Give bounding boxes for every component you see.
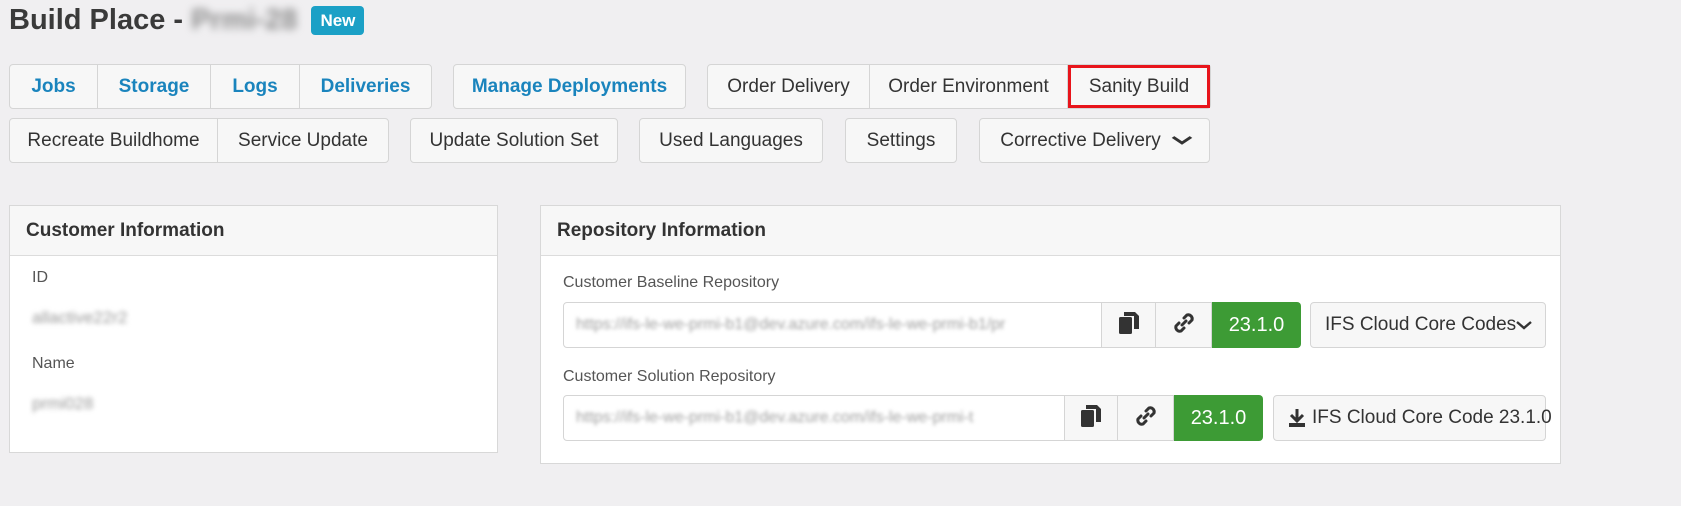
service-update-button[interactable]: Service Update	[238, 129, 368, 151]
solution-repo-row: https://ifs-le-we-prmi-b1@dev.azure.com/…	[563, 395, 1263, 441]
settings-group: Settings	[845, 118, 957, 163]
manage-deployments-group: Manage Deployments	[453, 64, 686, 109]
copy-icon	[1118, 311, 1140, 340]
solution-repo-label: Customer Solution Repository	[563, 368, 776, 385]
baseline-link-button[interactable]	[1156, 302, 1212, 348]
buildhome-button-group: Recreate Buildhome Service Update	[9, 118, 389, 163]
repository-info-panel: Repository Information Customer Baseline…	[540, 205, 1561, 464]
deliveries-button[interactable]: Deliveries	[320, 75, 411, 97]
solution-download-label: IFS Cloud Core Code 23.1.0	[1312, 407, 1552, 428]
settings-button[interactable]: Settings	[866, 129, 936, 151]
page-title: Build Place - Prmi-28 New	[9, 4, 365, 37]
solution-link-button[interactable]	[1118, 395, 1174, 441]
jobs-button[interactable]: Jobs	[10, 65, 98, 108]
update-solution-set-group: Update Solution Set	[410, 118, 618, 163]
solution-repo-url-field[interactable]: https://ifs-le-we-prmi-b1@dev.azure.com/…	[563, 395, 1065, 441]
baseline-repo-url: https://ifs-le-we-prmi-b1@dev.azure.com/…	[576, 316, 1006, 333]
storage-button[interactable]: Storage	[98, 65, 211, 108]
baseline-repo-url-field[interactable]: https://ifs-le-we-prmi-b1@dev.azure.com/…	[563, 302, 1102, 348]
used-languages-group: Used Languages	[639, 118, 823, 163]
download-icon	[1288, 408, 1306, 428]
project-name: Prmi-28	[191, 4, 298, 36]
baseline-copy-button[interactable]	[1102, 302, 1156, 348]
order-delivery-button[interactable]: Order Delivery	[708, 65, 870, 108]
repository-info-heading: Repository Information	[541, 206, 1560, 256]
baseline-core-codes-dropdown[interactable]: IFS Cloud Core Codes	[1310, 302, 1546, 348]
solution-repo-url: https://ifs-le-we-prmi-b1@dev.azure.com/…	[576, 409, 974, 426]
solution-version-badge: 23.1.0	[1174, 395, 1263, 441]
status-badge: New	[311, 6, 365, 35]
sanity-build-button[interactable]: Sanity Build	[1068, 65, 1210, 108]
customer-id-value: allactive22r2	[32, 308, 128, 327]
link-icon	[1134, 404, 1158, 433]
solution-copy-button[interactable]	[1065, 395, 1118, 441]
customer-name-value: prmi028	[32, 394, 94, 413]
copy-icon	[1080, 404, 1102, 433]
recreate-buildhome-button[interactable]: Recreate Buildhome	[10, 119, 218, 162]
page-title-text: Build Place -	[9, 4, 184, 36]
used-languages-button[interactable]: Used Languages	[659, 129, 803, 151]
baseline-repo-row: https://ifs-le-we-prmi-b1@dev.azure.com/…	[563, 302, 1301, 348]
corrective-delivery-group: Corrective Delivery	[979, 118, 1210, 163]
baseline-repo-label: Customer Baseline Repository	[563, 274, 780, 291]
solution-download-button[interactable]: IFS Cloud Core Code 23.1.0	[1273, 395, 1552, 441]
nav-button-group: Jobs Storage Logs Deliveries	[9, 64, 432, 109]
manage-deployments-button[interactable]: Manage Deployments	[471, 75, 668, 97]
corrective-delivery-label: Corrective Delivery	[1000, 129, 1161, 151]
customer-id-label: ID	[32, 269, 48, 286]
baseline-core-codes-label: IFS Cloud Core Codes	[1325, 314, 1517, 335]
baseline-version-badge: 23.1.0	[1212, 302, 1301, 348]
chevron-down-icon	[1171, 132, 1193, 150]
chevron-down-icon	[1516, 314, 1532, 336]
customer-info-heading: Customer Information	[10, 206, 497, 256]
update-solution-set-button[interactable]: Update Solution Set	[429, 129, 599, 151]
link-icon	[1172, 311, 1196, 340]
customer-name-label: Name	[32, 355, 75, 372]
customer-info-panel: Customer Information ID allactive22r2 Na…	[9, 205, 498, 453]
logs-button[interactable]: Logs	[211, 65, 300, 108]
order-environment-button[interactable]: Order Environment	[870, 65, 1068, 108]
corrective-delivery-dropdown[interactable]: Corrective Delivery	[980, 119, 1209, 162]
order-button-group: Order Delivery Order Environment Sanity …	[707, 64, 1211, 109]
